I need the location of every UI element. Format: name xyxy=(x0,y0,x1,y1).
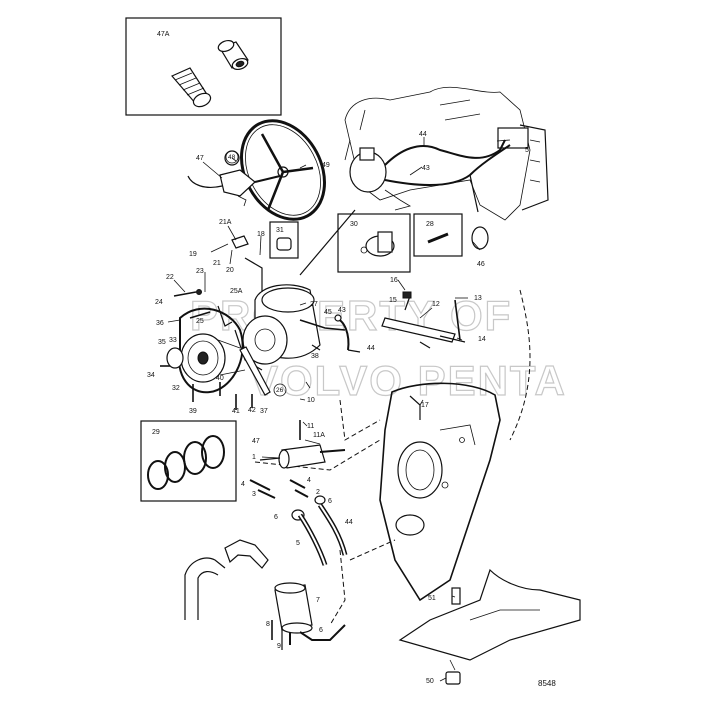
callout-4b: 4 xyxy=(307,477,311,484)
callout-3: 3 xyxy=(252,491,256,498)
callouts: 44 43 5 49 47 48 21A 19 21 20 18 46 22 2… xyxy=(147,131,529,685)
inset-28: 28 xyxy=(413,213,463,257)
callout-5b: 5 xyxy=(296,540,300,547)
callout-27: 27 xyxy=(310,301,318,308)
callout-2: 2 xyxy=(316,489,320,496)
callout-19: 19 xyxy=(189,251,197,258)
callout-44: 44 xyxy=(419,131,427,138)
callout-7: 7 xyxy=(316,597,320,604)
callout-11a: 11A xyxy=(313,432,325,439)
callout-41: 41 xyxy=(232,408,240,415)
callout-leaders xyxy=(167,137,511,682)
callout-5: 5 xyxy=(525,147,529,154)
steering-cylinder xyxy=(259,420,346,469)
power-steering-pump xyxy=(234,284,346,371)
watermark-line-1: PROPERTY OF xyxy=(190,292,512,339)
callout-47b: 47 xyxy=(252,438,260,445)
inset-47a-label: 47A xyxy=(157,31,170,38)
callout-9: 9 xyxy=(277,643,281,650)
callout-51: 51 xyxy=(428,595,436,602)
reference-number: 8548 xyxy=(538,679,556,688)
callout-4: 4 xyxy=(241,481,245,488)
transom-shield xyxy=(379,382,501,602)
callout-23: 23 xyxy=(196,268,204,275)
callout-44c: 44 xyxy=(345,519,353,526)
callout-36: 36 xyxy=(156,320,164,327)
inset-31: 31 xyxy=(269,221,299,259)
callout-1: 1 xyxy=(252,454,256,461)
callout-14: 14 xyxy=(478,336,486,343)
callout-32: 32 xyxy=(172,385,180,392)
inset-47a-frame xyxy=(125,17,282,116)
inset-28-label: 28 xyxy=(426,221,434,228)
callout-33: 33 xyxy=(169,337,177,344)
inset-47a: 47A xyxy=(125,17,282,116)
callout-15: 15 xyxy=(389,297,397,304)
callout-18: 18 xyxy=(257,231,265,238)
callout-45: 45 xyxy=(324,309,332,316)
hose-fittings xyxy=(334,314,361,353)
callout-22: 22 xyxy=(166,274,174,281)
callout-43b: 43 xyxy=(338,307,346,314)
callout-42: 42 xyxy=(248,407,256,414)
callout-24: 24 xyxy=(155,299,163,306)
callout-46: 46 xyxy=(477,261,485,268)
callout-6: 6 xyxy=(328,498,332,505)
bracket-arm xyxy=(217,235,271,396)
callout-49: 49 xyxy=(322,162,330,169)
callout-11: 11 xyxy=(307,423,314,430)
callout-35: 35 xyxy=(158,339,166,346)
callout-48: 48 xyxy=(228,154,236,161)
callout-25a: 25A xyxy=(230,288,243,295)
pulley-belt xyxy=(166,307,246,394)
inset-29-label: 29 xyxy=(152,429,160,436)
callout-13: 13 xyxy=(474,295,482,302)
inset-31-label: 31 xyxy=(276,227,284,234)
steering-wheel xyxy=(240,119,326,221)
fittings-lower xyxy=(249,479,326,521)
hoses xyxy=(297,503,348,566)
bolts-left xyxy=(160,289,253,410)
steering-linkage xyxy=(381,291,466,349)
callout-39: 39 xyxy=(189,408,197,415)
inset-29: 29 xyxy=(140,420,237,502)
callout-6c: 6 xyxy=(319,627,323,634)
drive-skeg xyxy=(398,568,581,685)
nut-part xyxy=(217,39,249,71)
callout-44b: 44 xyxy=(367,345,375,352)
callout-16: 16 xyxy=(390,277,398,284)
callout-20: 20 xyxy=(226,267,234,274)
hose-adapter-part xyxy=(171,67,212,108)
callout-21a: 21A xyxy=(219,219,232,226)
inset-30-label: 30 xyxy=(350,221,358,228)
callout-10: 10 xyxy=(307,397,315,404)
callout-43: 43 xyxy=(422,165,430,172)
callout-47: 47 xyxy=(196,155,204,162)
callout-17: 17 xyxy=(421,402,429,409)
callout-25: 25 xyxy=(196,318,204,325)
engine-block xyxy=(344,86,549,221)
callout-21: 21 xyxy=(213,260,221,267)
callout-40: 40 xyxy=(216,375,224,382)
callout-38: 38 xyxy=(311,353,319,360)
filter-valve xyxy=(271,582,346,650)
callout-12: 12 xyxy=(432,301,440,308)
callout-6b: 6 xyxy=(274,514,278,521)
callout-26: 26 xyxy=(276,387,284,394)
callout-34: 34 xyxy=(147,372,155,379)
hose-elbow xyxy=(184,539,269,620)
callout-50: 50 xyxy=(426,678,434,685)
reservoir-top xyxy=(349,139,511,250)
callout-8: 8 xyxy=(266,621,270,628)
inset-30: 30 xyxy=(337,213,411,273)
callout-37: 37 xyxy=(260,408,268,415)
watermark-line-2: VOLVO PENTA xyxy=(250,357,567,404)
